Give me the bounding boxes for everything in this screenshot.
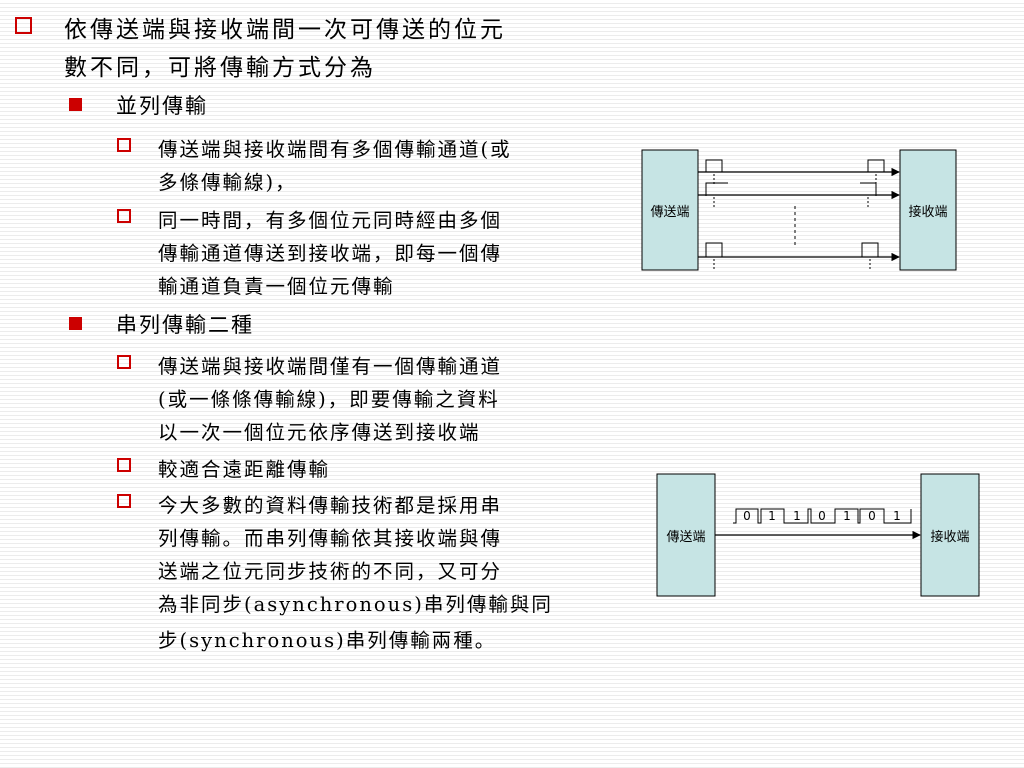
serial-bit-label: 1 [843,509,851,523]
serial-sender-label: 傳送端 [666,530,705,545]
serial-item3-line-3: 送端之位元同步技術的不同，又可分 [158,560,503,583]
signal-pulse [860,182,877,196]
hollow-square-bullet-icon [117,458,131,472]
serial-sender-box [656,473,716,597]
solid-square-bullet-icon [69,317,82,330]
serial-item3-line-4: 為非同步(asynchronous)串列傳輸與同 [158,593,553,616]
serial-bit-label: 0 [868,509,876,523]
parallel-item1-line-1: 傳送端與接收端間有多個傳輸通道(或 [158,138,512,161]
hollow-square-bullet-icon [117,209,131,223]
serial-receiver-label: 接收端 [930,529,969,545]
parallel-item2-line-1: 同一時間，有多個位元同時經由多個 [158,209,503,232]
serial-bit-label: 1 [793,509,801,523]
serial-diagram: 傳送端 接收端 0 1 1 0 1 0 1 [656,473,980,597]
serial-bit-label: 0 [818,509,826,523]
parallel-receiver-box [899,149,957,271]
serial-waveform [733,508,912,524]
parallel-item2-line-2: 傳輸通道傳送到接收端，即每一個傳 [158,242,503,265]
hollow-square-bullet-icon [117,138,131,152]
parallel-item2-line-3: 輸通道負責一個位元傳輸 [158,275,395,298]
serial-item3-line-5: 步(synchronous)串列傳輸兩種。 [158,629,497,652]
serial-bit-label: 1 [893,509,901,523]
solid-square-bullet-icon [69,98,82,111]
serial-bit-label: 0 [743,509,751,523]
parallel-diagram: 傳送端 接收端 [641,149,957,271]
hollow-square-bullet-icon [15,17,32,34]
serial-bit-labels: 0 1 1 0 1 0 1 [743,509,901,523]
parallel-item1-line-2: 多條傳輸線)， [158,171,297,194]
serial-item1-line-1: 傳送端與接收端間僅有一個傳輸通道 [158,355,503,378]
serial-item1-line-3: 以一次一個位元依序傳送到接收端 [158,421,481,444]
parallel-sender-label: 傳送端 [650,205,689,220]
hollow-square-bullet-icon [117,355,131,369]
point1-line-1: 依傳送端與接收端間一次可傳送的位元 [64,17,506,43]
serial-item1-line-2: (或一條條傳輸線)，即要傳輸之資料 [158,388,500,411]
parallel-receiver-label: 接收端 [908,204,947,220]
point1-line-2: 數不同，可將傳輸方式分為 [64,55,376,81]
signal-pulse [867,159,885,172]
signal-pulse [861,242,879,257]
serial-bit-label: 1 [768,509,776,523]
signal-pulse [705,242,723,257]
serial-item3-line-2: 列傳輸。而串列傳輸依其接收端與傳 [158,527,503,550]
parallel-title: 並列傳輸 [116,94,208,118]
serial-item2-line-1: 較適合遠距離傳輸 [158,458,331,481]
hollow-square-bullet-icon [117,494,131,508]
signal-pulse [705,159,723,172]
serial-title: 串列傳輸二種 [116,313,254,337]
parallel-sender-box [641,149,699,271]
serial-item3-line-1: 今大多數的資料傳輸技術都是採用串 [158,494,503,517]
serial-receiver-box [920,473,980,597]
signal-pulse [705,182,728,196]
